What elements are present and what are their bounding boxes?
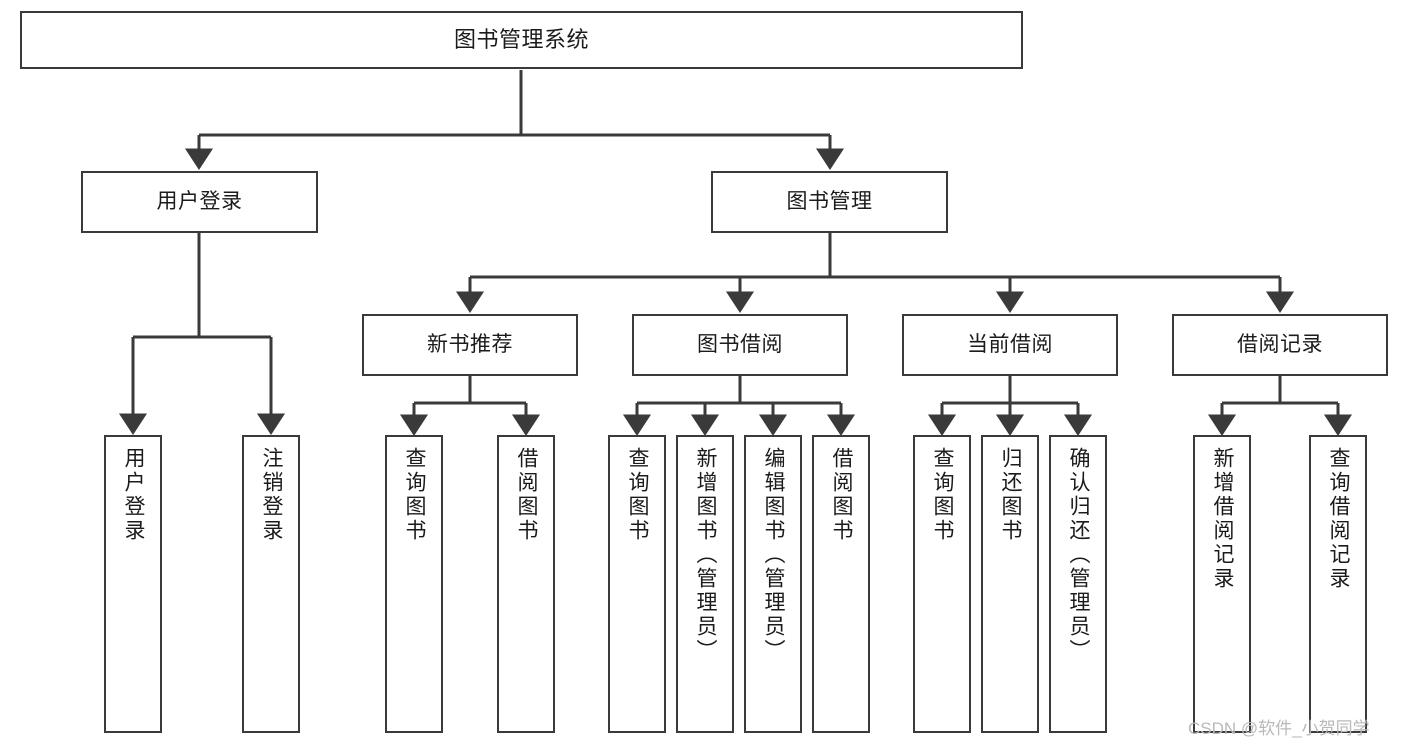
node-label: 图书管理系统 bbox=[453, 27, 589, 53]
leaf-confirm-return-admin[interactable]: 确认归还（管理员） bbox=[1049, 435, 1107, 733]
leaf-borrow-book-2[interactable]: 借阅图书 bbox=[812, 435, 870, 733]
node-current-borrow[interactable]: 当前借阅 bbox=[902, 314, 1118, 376]
node-label: 归还图书 bbox=[999, 447, 1023, 543]
leaf-edit-book-admin[interactable]: 编辑图书（管理员） bbox=[744, 435, 802, 733]
leaf-logout[interactable]: 注销登录 bbox=[242, 435, 300, 733]
node-label: 新书推荐 bbox=[427, 332, 513, 356]
node-book-management[interactable]: 图书管理 bbox=[711, 171, 948, 233]
leaf-query-book-1[interactable]: 查询图书 bbox=[385, 435, 443, 733]
node-label: 新增图书（管理员） bbox=[694, 447, 718, 663]
node-label: 借阅记录 bbox=[1237, 332, 1323, 356]
watermark: CSDN @软件_小贺同学 bbox=[1188, 719, 1370, 738]
node-label: 图书管理 bbox=[786, 189, 873, 213]
leaf-return-book[interactable]: 归还图书 bbox=[981, 435, 1039, 733]
node-user-login[interactable]: 用户登录 bbox=[81, 171, 318, 233]
node-new-book-recommend[interactable]: 新书推荐 bbox=[362, 314, 578, 376]
leaf-add-borrow-record[interactable]: 新增借阅记录 bbox=[1193, 435, 1251, 733]
node-label: 确认归还（管理员） bbox=[1067, 447, 1091, 663]
node-label: 用户登录 bbox=[122, 447, 146, 543]
node-label: 当前借阅 bbox=[967, 332, 1053, 356]
node-label: 借阅图书 bbox=[515, 447, 539, 543]
node-label: 查询借阅记录 bbox=[1327, 447, 1351, 591]
node-label: 新增借阅记录 bbox=[1211, 447, 1235, 591]
node-label: 编辑图书（管理员） bbox=[762, 447, 786, 663]
node-root[interactable]: 图书管理系统 bbox=[20, 11, 1023, 69]
leaf-borrow-book-1[interactable]: 借阅图书 bbox=[497, 435, 555, 733]
leaf-query-book-2[interactable]: 查询图书 bbox=[608, 435, 666, 733]
leaf-query-borrow-record[interactable]: 查询借阅记录 bbox=[1309, 435, 1367, 733]
leaf-user-login[interactable]: 用户登录 bbox=[104, 435, 162, 733]
node-book-borrow[interactable]: 图书借阅 bbox=[632, 314, 848, 376]
node-label: 借阅图书 bbox=[830, 447, 854, 543]
leaf-add-book-admin[interactable]: 新增图书（管理员） bbox=[676, 435, 734, 733]
node-label: 查询图书 bbox=[403, 447, 427, 543]
leaf-query-book-3[interactable]: 查询图书 bbox=[913, 435, 971, 733]
node-label: 图书借阅 bbox=[697, 332, 783, 356]
node-label: 查询图书 bbox=[931, 447, 955, 543]
node-label: 用户登录 bbox=[156, 189, 243, 213]
node-borrow-records[interactable]: 借阅记录 bbox=[1172, 314, 1388, 376]
node-label: 查询图书 bbox=[626, 447, 650, 543]
node-label: 注销登录 bbox=[260, 447, 284, 543]
